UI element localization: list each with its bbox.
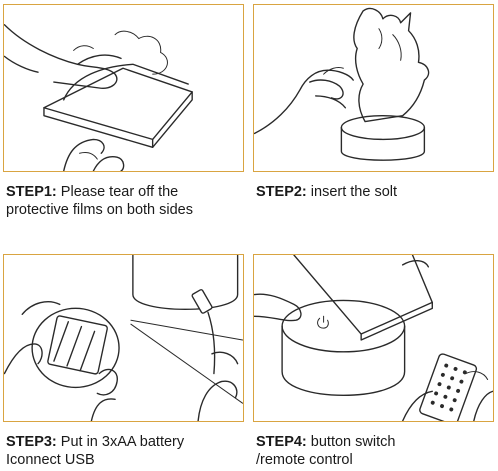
step3-label: STEP3:	[6, 434, 57, 450]
insert-slot-drawing	[254, 7, 430, 161]
step1-text: Please tear off the	[60, 184, 179, 200]
step3-text-line2: Iconnect USB	[6, 452, 95, 468]
step2-label: STEP2:	[256, 184, 307, 200]
step2-caption: STEP2: insert the solt	[256, 183, 397, 201]
step4-illustration	[253, 254, 494, 422]
step3-caption: STEP3: Put in 3xAA battery Iconnect USB	[6, 433, 184, 469]
switch-remote-drawing	[254, 255, 493, 421]
step2-illustration	[253, 4, 494, 172]
battery-usb-drawing	[4, 255, 243, 421]
step1-text-line2: protective films on both sides	[6, 202, 193, 218]
step3-text: Put in 3xAA battery	[60, 434, 185, 450]
step4-caption: STEP4: button switch /remote control	[256, 433, 395, 469]
step4-text-line2: /remote control	[256, 452, 353, 468]
step2-text: insert the solt	[310, 184, 398, 200]
step1-label: STEP1:	[6, 184, 57, 200]
step1-caption: STEP1: Please tear off the protective fi…	[6, 183, 193, 219]
step1-illustration	[3, 4, 244, 172]
peel-film-drawing	[4, 24, 193, 171]
step3-illustration	[3, 254, 244, 422]
step4-text: button switch	[310, 434, 396, 450]
step4-label: STEP4:	[256, 434, 307, 450]
